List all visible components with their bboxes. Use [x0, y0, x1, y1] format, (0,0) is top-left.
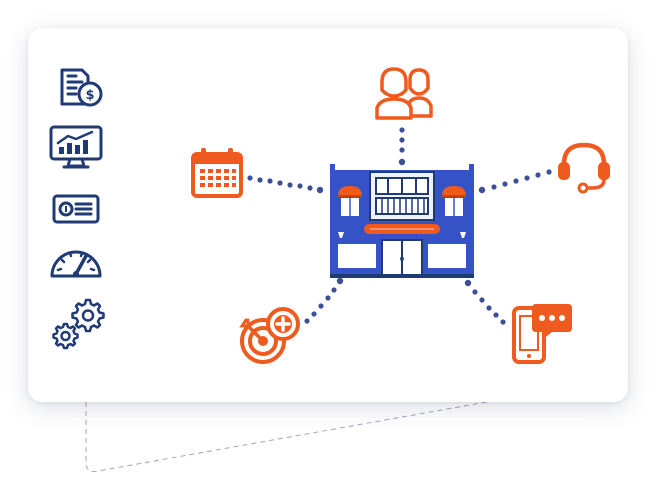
connector-dot — [478, 186, 486, 194]
connector-dot — [247, 175, 253, 181]
speedometer-icon[interactable] — [48, 240, 104, 280]
headset-support-icon[interactable] — [556, 140, 616, 196]
connector-dot — [307, 185, 313, 191]
connector-dot — [277, 180, 283, 186]
connector-dot — [318, 303, 324, 309]
connector-dot — [502, 181, 508, 187]
calendar-icon[interactable] — [190, 146, 244, 198]
connector-dot — [257, 177, 263, 183]
svg-text:$: $ — [85, 88, 94, 103]
connector-dot — [486, 305, 492, 311]
connector-dot — [493, 312, 499, 318]
connector-dot — [524, 175, 530, 181]
connector-dot — [311, 311, 317, 317]
connector-dot — [546, 169, 552, 175]
connector-dot — [491, 184, 497, 190]
connector-dot — [304, 318, 310, 324]
target-add-icon[interactable] — [238, 304, 304, 366]
connector-dot — [336, 277, 344, 285]
mobile-chat-icon[interactable] — [510, 298, 574, 366]
invoice-dollar-icon[interactable]: $ — [56, 66, 104, 110]
connector-dot — [398, 158, 406, 166]
connector-dot — [479, 297, 485, 303]
connector-dot — [331, 287, 337, 293]
connector-dot — [399, 147, 405, 153]
gift-card-icon[interactable] — [52, 194, 100, 224]
connector-dot — [500, 319, 506, 325]
connector-dot — [399, 127, 405, 133]
customers-icon[interactable] — [374, 66, 434, 120]
connector-dot — [513, 178, 519, 184]
storefront-icon: o — [330, 164, 474, 278]
connector-dot — [399, 137, 405, 143]
connector-dot — [472, 289, 478, 295]
connector-dot — [464, 279, 472, 287]
connector-dot — [535, 172, 541, 178]
analytics-monitor-icon[interactable] — [48, 124, 104, 172]
connector-dot — [297, 183, 303, 189]
connector-dot — [325, 295, 331, 301]
connector-dot — [267, 178, 273, 184]
connector-dot — [287, 182, 293, 188]
connector-dot — [316, 186, 324, 194]
door-handle-glyph: o — [400, 254, 405, 263]
gears-icon[interactable] — [52, 296, 106, 350]
